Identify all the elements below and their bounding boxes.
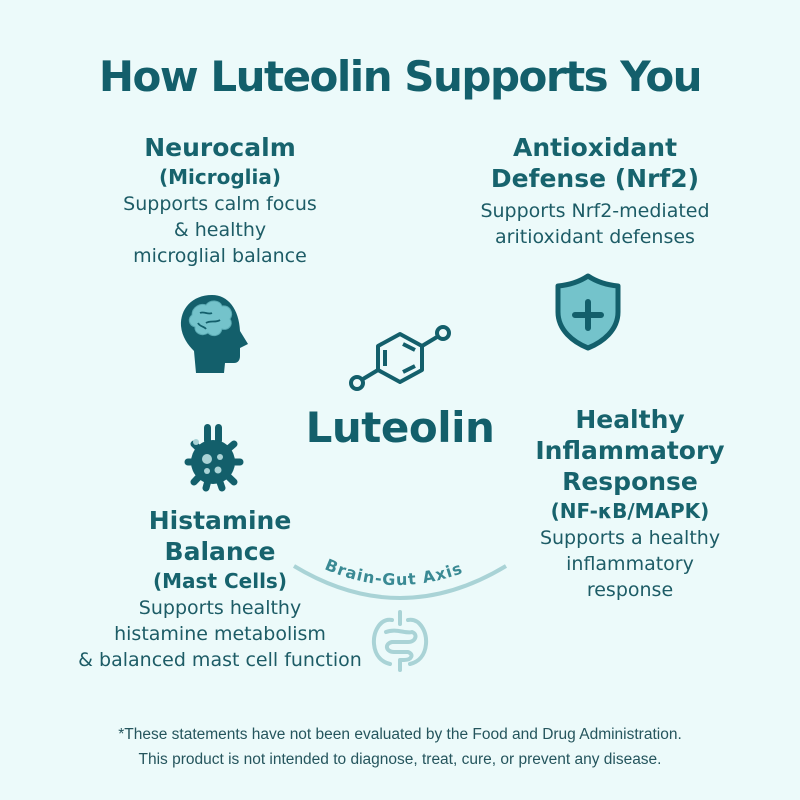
benefit-title: Histamine Balance	[40, 505, 400, 567]
disclaimer-line-2: This product is not intended to diagnose…	[138, 751, 662, 768]
benefit-description: Supports a healthy inflammatory response	[505, 525, 755, 603]
description-line: Supports healthy	[138, 597, 302, 619]
title-line: Antioxidant	[512, 133, 678, 162]
benefit-neurocalm: Neurocalm (Microglia) Supports calm focu…	[60, 132, 380, 269]
center-label: Luteolin	[305, 403, 495, 452]
molecule-benzene-ring-icon	[349, 325, 451, 391]
shield-plus-icon	[555, 273, 621, 351]
description-line: Supports a healthy	[539, 527, 721, 549]
title-line: Balance	[164, 537, 276, 566]
description-line: inflammatory	[566, 553, 694, 575]
benefit-antioxidant: Antioxidant Defense (Nrf2) Supports Nrf2…	[430, 132, 760, 250]
benefit-title: Neurocalm	[144, 133, 296, 162]
brain-gut-axis-arc: Brain-Gut Axis	[292, 555, 508, 600]
intestines-icon	[371, 610, 429, 672]
description-line: Supports Nrf2-mediated	[480, 200, 710, 222]
benefit-description: Supports Nrf2-mediated aritioxidant defe…	[430, 198, 760, 250]
description-line: & balanced mast cell function	[78, 649, 362, 671]
title-line: Defense (Nrf2)	[490, 164, 700, 193]
description-line: response	[586, 579, 674, 601]
title-line: Healthy	[575, 405, 685, 434]
title-line: Histamine	[148, 506, 292, 535]
benefit-histamine: Histamine Balance (Mast Cells) Supports …	[40, 505, 400, 673]
title-line: Inflammatory	[535, 436, 725, 465]
benefit-description: Supports healthy histamine metabolism & …	[40, 595, 400, 673]
title-line: Response	[562, 467, 698, 496]
benefit-title: Healthy Inflammatory Response	[505, 404, 755, 497]
svg-text:Brain-Gut Axis: Brain-Gut Axis	[322, 555, 465, 589]
benefit-description: Supports calm focus & healthy microglial…	[60, 191, 380, 269]
benefit-inflammatory: Healthy Inflammatory Response (NF-κB/MAP…	[505, 404, 755, 603]
axis-label: Brain-Gut Axis	[322, 555, 464, 589]
benefit-subtitle: (Mast Cells)	[153, 569, 287, 593]
description-line: & healthy	[173, 219, 267, 241]
benefit-subtitle: (NF-κB/MAPK)	[550, 499, 710, 523]
description-line: microglial balance	[133, 245, 307, 267]
benefit-subtitle: (Microglia)	[158, 165, 282, 189]
benefit-title: Antioxidant Defense (Nrf2)	[430, 132, 760, 194]
description-line: Supports calm focus	[123, 193, 317, 215]
disclaimer-line-1: *These statements have not been evaluate…	[118, 726, 682, 743]
fda-disclaimer: *These statements have not been evaluate…	[0, 722, 800, 772]
description-line: histamine metabolism	[114, 623, 326, 645]
mast-cell-icon	[184, 424, 244, 492]
description-line: aritioxidant defenses	[495, 226, 695, 248]
brain-head-icon	[180, 295, 248, 373]
page-title: How Luteolin Supports You	[98, 52, 703, 101]
